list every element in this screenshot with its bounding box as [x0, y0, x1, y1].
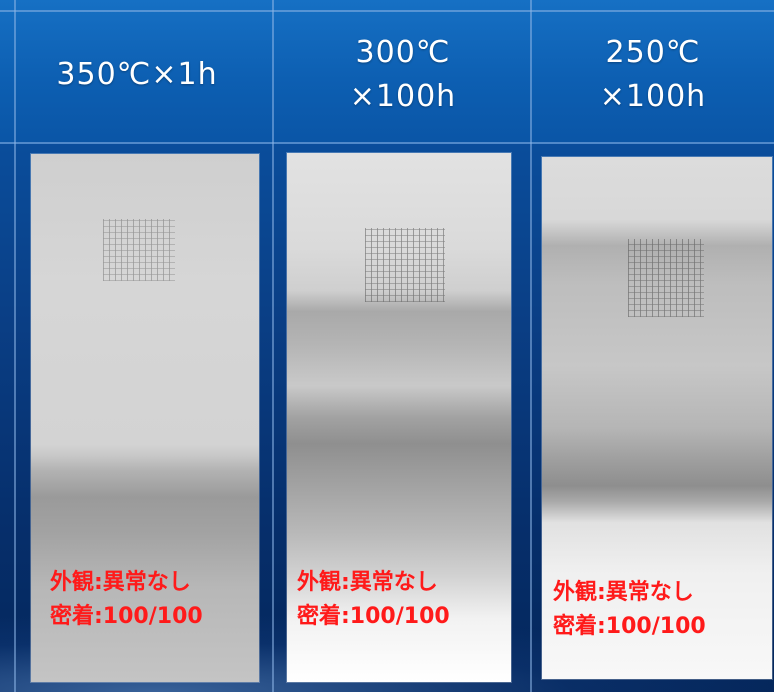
result-col-3: 外観:異常なし 密着:100/100	[553, 576, 706, 644]
adhesion-result: 密着:100/100	[50, 604, 203, 629]
grid-line-divider-2	[530, 0, 532, 692]
grid-line-left	[14, 0, 16, 692]
appearance-result: 外観:異常なし	[297, 570, 438, 595]
grid-line-divider-1	[272, 0, 274, 692]
crosshatch-mark	[103, 219, 175, 281]
result-col-1: 外観:異常なし 密着:100/100	[50, 566, 203, 634]
result-col-2: 外観:異常なし 密着:100/100	[297, 566, 450, 634]
header-col-3: 250℃ ×100h	[532, 8, 774, 142]
sample-photo-3	[542, 157, 772, 679]
header-col-3-line-2: ×100h	[599, 79, 707, 114]
appearance-result: 外観:異常なし	[553, 580, 694, 605]
grid-line-top	[0, 10, 774, 12]
crosshatch-mark	[628, 239, 704, 317]
header-col-2-line-1: 300℃	[355, 35, 451, 70]
sample-photo-1	[31, 154, 259, 682]
header-col-1: 350℃×1h	[0, 8, 274, 142]
header-col-3-line-1: 250℃	[605, 35, 701, 70]
adhesion-result: 密着:100/100	[297, 604, 450, 629]
header-col-2-line-2: ×100h	[349, 79, 457, 114]
grid-line-header-bottom	[0, 142, 774, 144]
adhesion-result: 密着:100/100	[553, 614, 706, 639]
crosshatch-mark	[365, 228, 445, 302]
header-col-2: 300℃ ×100h	[274, 8, 532, 142]
appearance-result: 外観:異常なし	[50, 570, 191, 595]
header-band	[0, 0, 774, 144]
sample-photo-2	[287, 153, 511, 682]
header-col-1-line-1: 350℃×1h	[56, 57, 218, 92]
